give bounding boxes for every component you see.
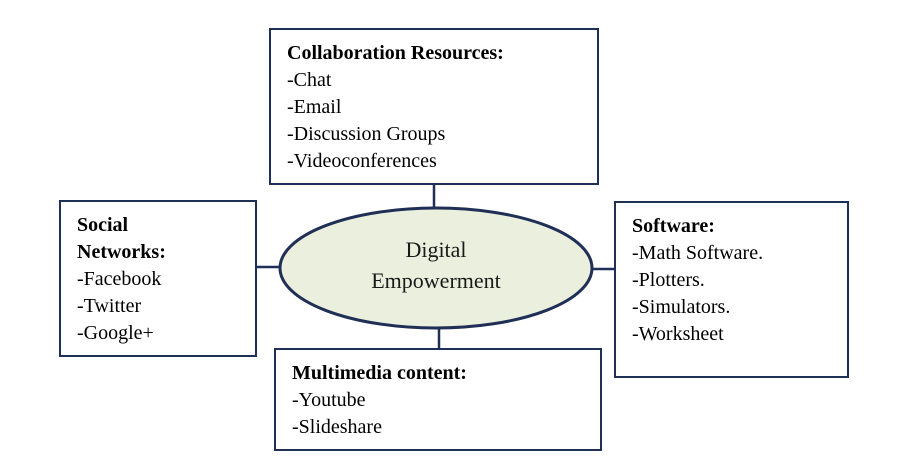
software-title: Software: bbox=[632, 215, 715, 237]
list-item: -Youtube bbox=[292, 389, 366, 411]
collaboration-title: Collaboration Resources: bbox=[287, 42, 504, 64]
list-item: -Google+ bbox=[77, 322, 154, 344]
multimedia-title: Multimedia content: bbox=[292, 362, 467, 384]
list-item: -Slideshare bbox=[292, 416, 382, 438]
list-item: -Discussion Groups bbox=[287, 123, 446, 145]
center-node: Digital Empowerment bbox=[280, 203, 592, 327]
list-item: -Worksheet bbox=[632, 323, 724, 345]
social-title-line1: Social bbox=[77, 214, 129, 236]
multimedia-content-box: Multimedia content: -Youtube -Slideshare bbox=[274, 348, 602, 451]
center-ellipse bbox=[278, 206, 594, 330]
center-label-line1: Digital bbox=[405, 237, 467, 262]
list-item: -Email bbox=[287, 96, 342, 118]
social-title-line2: Networks: bbox=[77, 241, 166, 263]
list-item: -Videoconferences bbox=[287, 150, 437, 172]
list-item: -Chat bbox=[287, 69, 332, 91]
list-item: -Math Software. bbox=[632, 242, 764, 264]
center-label-line2: Empowerment bbox=[371, 268, 501, 293]
software-box: Software: -Math Software. -Plotters. -Si… bbox=[614, 201, 849, 378]
collaboration-resources-box: Collaboration Resources: -Chat -Email -D… bbox=[269, 28, 599, 185]
list-item: -Plotters. bbox=[632, 269, 705, 291]
list-item: -Simulators. bbox=[632, 296, 731, 318]
list-item: -Facebook bbox=[77, 268, 162, 290]
social-networks-box: Social Networks: -Facebook -Twitter -Goo… bbox=[59, 200, 257, 357]
list-item: -Twitter bbox=[77, 295, 142, 317]
